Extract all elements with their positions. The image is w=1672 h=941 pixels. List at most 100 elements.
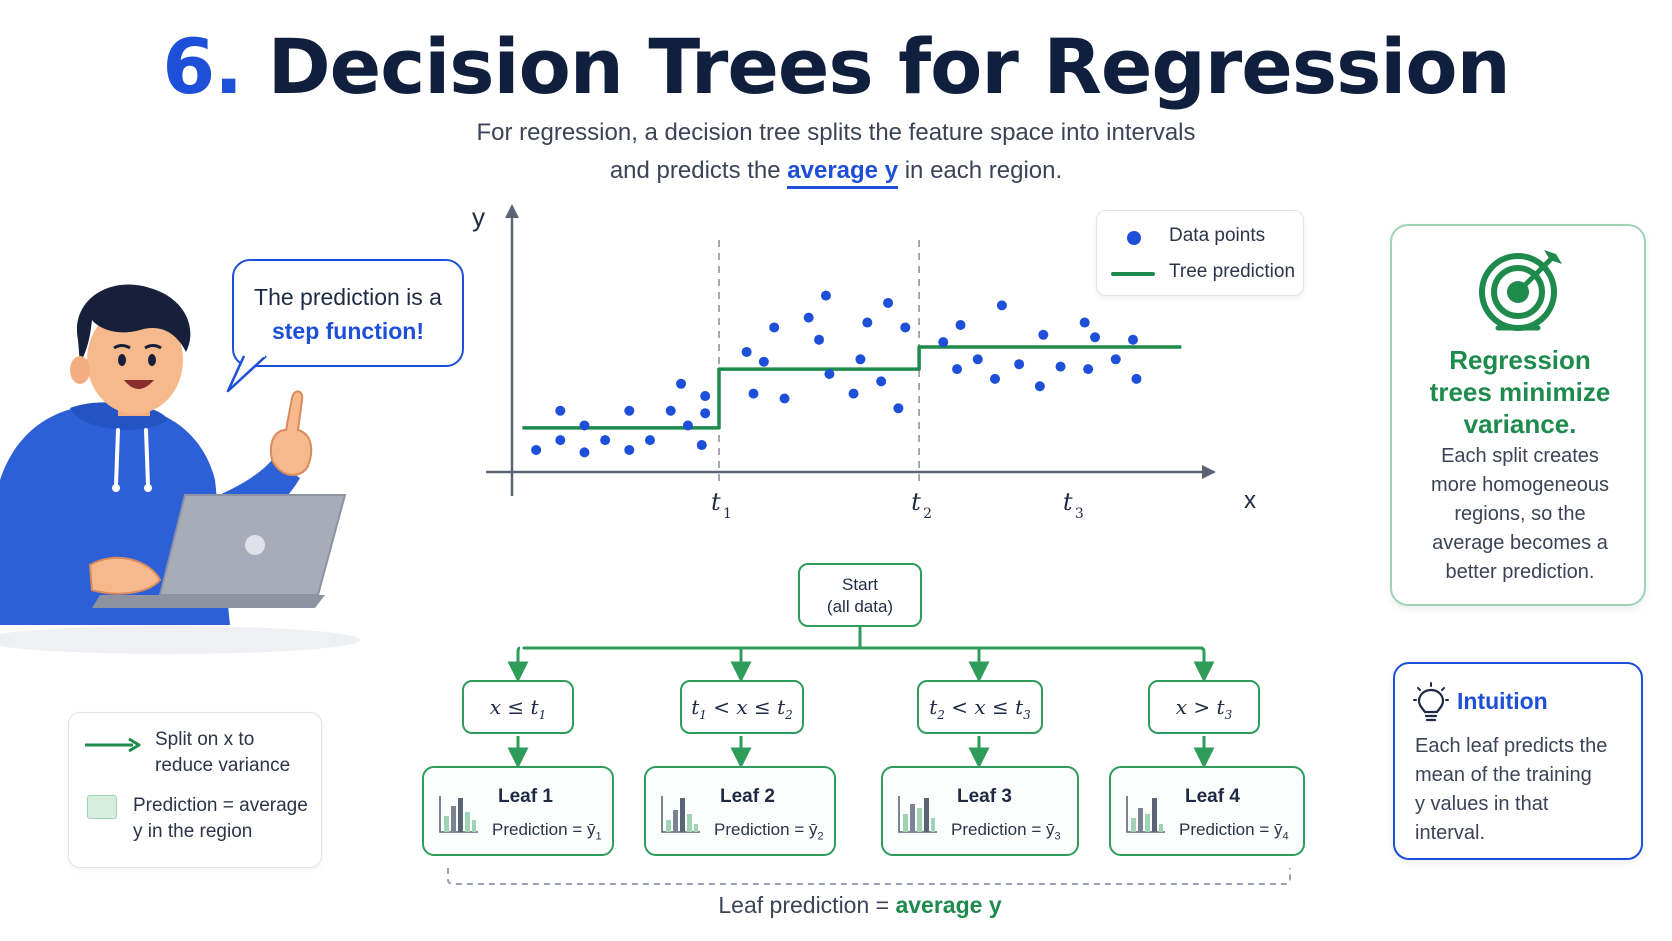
data-point xyxy=(531,444,542,455)
key-pred-line-2: y in the region xyxy=(133,821,253,842)
variance-title-line-2: trees minimize xyxy=(1429,377,1611,407)
data-point xyxy=(696,440,707,451)
x-axis-label: x xyxy=(1244,487,1256,514)
tree-start-node: Start (all data) xyxy=(798,563,922,627)
pointing-hand xyxy=(270,390,313,476)
bar-chart-icon xyxy=(1126,796,1165,833)
start-line-1: Start xyxy=(842,575,878,594)
key-split-line-2: reduce variance xyxy=(155,755,291,776)
data-point xyxy=(996,300,1007,311)
lightbulb-icon xyxy=(1413,682,1449,722)
eye-left xyxy=(118,354,126,366)
data-point xyxy=(769,322,780,333)
leaf-3-pred-sub: 3 xyxy=(1054,830,1061,843)
subtitle-post: in each region. xyxy=(898,157,1063,184)
split-node-2: t1 < x ≤ t2 xyxy=(680,680,804,734)
legend-dot-icon xyxy=(1127,231,1141,245)
bar-chart-icon xyxy=(439,796,478,833)
subtitle-line-2: and predicts the average y in each regio… xyxy=(0,152,1672,190)
data-point xyxy=(972,354,983,365)
data-point xyxy=(883,297,894,308)
data-point xyxy=(824,369,835,379)
split-2-main: t xyxy=(691,695,700,719)
variance-title-line-3: variance. xyxy=(1463,409,1577,439)
leaf-node-2: Leaf 2 Prediction = ȳ2 xyxy=(644,766,836,856)
leaf-1-pred-sub: 1 xyxy=(595,830,602,843)
data-point xyxy=(579,447,590,458)
x-axis-arrow xyxy=(1202,465,1216,479)
legend-label-data-points: Data points xyxy=(1169,225,1266,246)
leaf-3-prediction: Prediction = ȳ3 xyxy=(951,820,1061,842)
variance-body-line-4: average becomes a xyxy=(1432,532,1608,554)
page-title: 6. Decision Trees for Regression xyxy=(0,22,1672,111)
key-split-text: Split on x to reduce variance xyxy=(155,727,290,779)
data-point xyxy=(779,393,790,404)
leaf-2-title: Leaf 2 xyxy=(720,786,775,807)
key-pred-line-1: Prediction = average xyxy=(133,795,308,816)
split-1-main: x ≤ t xyxy=(489,695,539,719)
intuition-line-2: mean of the training xyxy=(1415,764,1592,786)
head xyxy=(87,306,183,414)
leaf-4-title: Leaf 4 xyxy=(1185,786,1240,807)
chart-legend: Data points Tree prediction xyxy=(1096,210,1304,296)
leaf-3-title: Leaf 3 xyxy=(957,786,1012,807)
intuition-line-4: interval. xyxy=(1415,822,1486,844)
bubble-line-2: step function! xyxy=(271,318,425,344)
data-point xyxy=(952,364,963,375)
start-line-2: (all data) xyxy=(826,597,894,616)
data-point xyxy=(700,408,711,419)
leaf-1-title: Leaf 1 xyxy=(498,786,553,807)
variance-body-line-3: regions, so the xyxy=(1454,503,1586,525)
leaf-1-prediction: Prediction = ȳ1 xyxy=(492,820,602,842)
data-point xyxy=(1038,329,1049,340)
variance-body-line-1: Each split creates xyxy=(1441,445,1599,467)
typing-hand xyxy=(88,556,162,595)
speech-bubble: The prediction is a step function! xyxy=(232,259,464,367)
leaf-brace xyxy=(447,868,1291,885)
threshold-label-1: t xyxy=(711,488,721,516)
intuition-title: Intuition xyxy=(1457,688,1548,714)
target-icon xyxy=(1479,250,1562,331)
threshold-sub-2: 2 xyxy=(923,506,932,522)
hair xyxy=(76,284,191,364)
split-node-3: t2 < x ≤ t3 xyxy=(917,680,1043,734)
subtitle-pre: and predicts the xyxy=(609,157,788,184)
data-point xyxy=(665,405,676,416)
data-point xyxy=(624,444,635,455)
eye-right xyxy=(148,354,156,366)
hoodie-string-right xyxy=(144,428,150,487)
data-point xyxy=(1090,332,1101,343)
variance-card-title: Regression trees minimize variance. xyxy=(1392,344,1648,440)
subtitle-line-1: For regression, a decision tree splits t… xyxy=(476,119,1196,146)
data-point xyxy=(1079,317,1090,328)
person-illustration xyxy=(0,284,360,654)
data-point xyxy=(876,376,887,387)
data-point xyxy=(820,290,831,301)
y-axis-arrow xyxy=(505,204,519,218)
bubble-tail xyxy=(226,355,267,393)
caption-pre: Leaf prediction = xyxy=(718,892,896,918)
data-point xyxy=(555,435,566,446)
split-3-main: t xyxy=(929,695,938,719)
bar-chart-icon xyxy=(661,796,700,833)
threshold-sub-3: 3 xyxy=(1075,506,1084,522)
leaf-2-pred-sub: 2 xyxy=(817,830,824,843)
desk-shadow xyxy=(0,626,360,654)
subtitle-highlight: average y xyxy=(787,157,899,189)
data-point xyxy=(741,346,752,357)
split-3-sub: 2 xyxy=(937,708,945,722)
split-node-1: x ≤ t1 xyxy=(462,680,574,734)
data-point xyxy=(1055,361,1066,372)
subtitle: For regression, a decision tree splits t… xyxy=(0,114,1672,190)
data-point xyxy=(848,388,859,399)
prediction-swatch-icon xyxy=(87,795,117,819)
leaf-node-1: Leaf 1 Prediction = ȳ1 xyxy=(422,766,614,856)
threshold-label-3: t xyxy=(1063,488,1073,516)
data-point xyxy=(862,317,873,328)
leaf-2-prediction: Prediction = ȳ2 xyxy=(714,820,824,842)
data-point xyxy=(893,403,904,414)
variance-card: Regression trees minimize variance. Each… xyxy=(1390,224,1646,606)
variance-body-line-2: more homogeneous xyxy=(1431,474,1609,496)
y-axis-label: y xyxy=(472,202,485,232)
